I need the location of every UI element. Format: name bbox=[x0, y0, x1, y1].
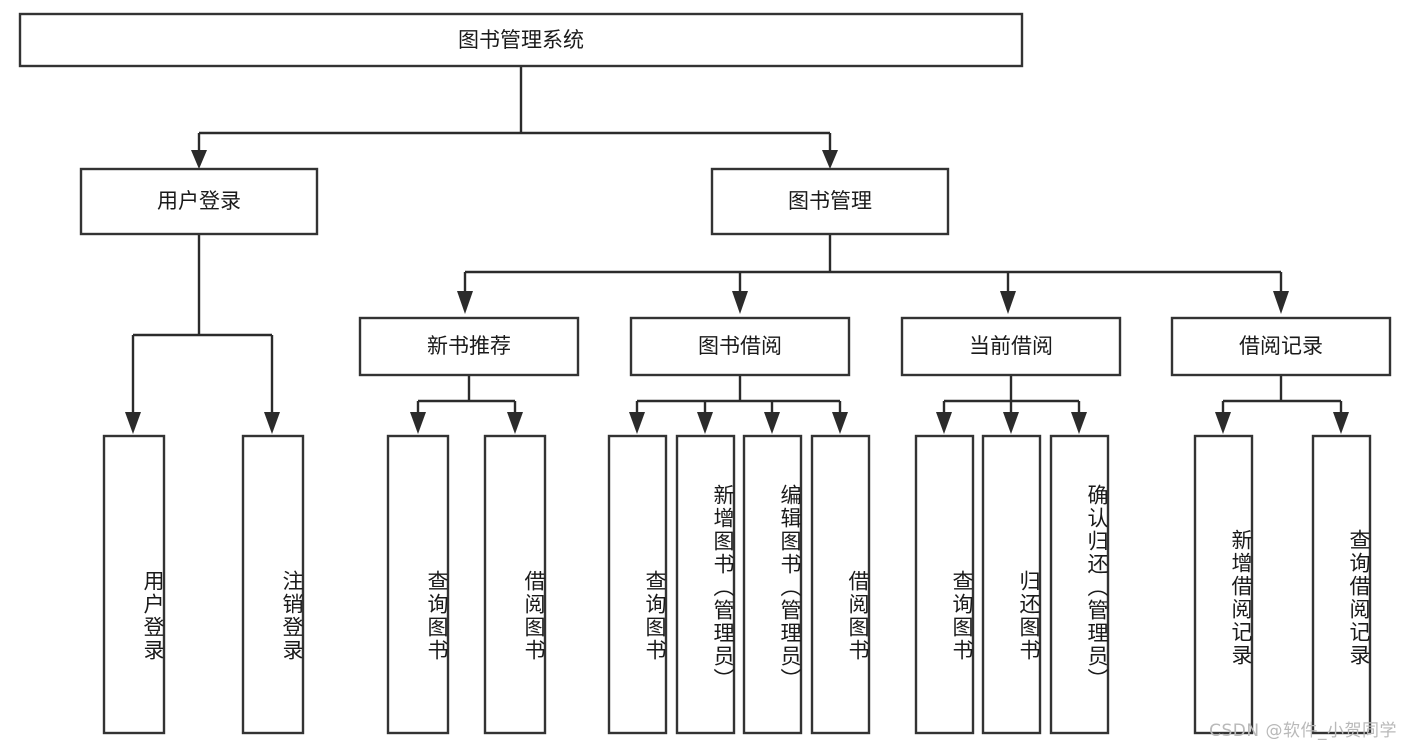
node-borrow-record-rect bbox=[1170, 316, 1392, 377]
node-book-management-rect bbox=[710, 167, 950, 236]
arrow-root-to-book-mgmt bbox=[822, 150, 838, 169]
arrow-borrowrecord-leaf-1 bbox=[1215, 412, 1231, 434]
leaf-rect-group bbox=[102, 434, 1372, 735]
leaf-rect-user-login-2[interactable] bbox=[241, 434, 305, 735]
node-current-borrow-label: 当前借阅 bbox=[969, 334, 1053, 358]
leaf-rect-borrow-record-1[interactable] bbox=[1193, 434, 1254, 735]
node-book-borrow[interactable]: 图书借阅 bbox=[629, 316, 851, 377]
node-book-management[interactable]: 图书管理 bbox=[710, 167, 950, 236]
node-book-borrow-rect bbox=[629, 316, 851, 377]
node-current-borrow[interactable]: 当前借阅 bbox=[900, 316, 1122, 377]
node-new-book-recommend-rect bbox=[358, 316, 580, 377]
arrow-borrowrecord-leaf-2 bbox=[1333, 412, 1349, 434]
arrow-bookborrow-leaf-2 bbox=[697, 412, 713, 434]
arrow-root-to-user-login bbox=[191, 150, 207, 169]
node-book-management-label: 图书管理 bbox=[788, 189, 872, 213]
node-root-label: 图书管理系统 bbox=[458, 28, 584, 52]
arrow-bookmgmt-to-borrow-record bbox=[1273, 291, 1289, 314]
leaf-rect-new-book-2[interactable] bbox=[483, 434, 547, 735]
node-new-book-recommend[interactable]: 新书推荐 bbox=[358, 316, 580, 377]
arrow-userlogin-leaf-1 bbox=[125, 412, 141, 434]
node-borrow-record[interactable]: 借阅记录 bbox=[1170, 316, 1392, 377]
node-user-login-rect bbox=[79, 167, 319, 236]
node-root-rect bbox=[18, 12, 1024, 68]
arrow-bookborrow-leaf-4 bbox=[832, 412, 848, 434]
arrow-bookborrow-leaf-1 bbox=[629, 412, 645, 434]
leaf-rect-new-book-1[interactable] bbox=[386, 434, 450, 735]
leaf-rect-book-borrow-3[interactable] bbox=[742, 434, 803, 735]
node-new-book-recommend-label: 新书推荐 bbox=[427, 334, 511, 358]
node-current-borrow-rect bbox=[900, 316, 1122, 377]
arrow-currentborrow-leaf-2 bbox=[1003, 412, 1019, 434]
csdn-watermark: CSDN @软件_小贺同学 bbox=[1209, 721, 1397, 741]
connector-group bbox=[125, 66, 1349, 434]
arrow-currentborrow-leaf-3 bbox=[1071, 412, 1087, 434]
arrow-bookmgmt-to-current-borrow bbox=[1000, 291, 1016, 314]
leaf-rect-current-borrow-3[interactable] bbox=[1049, 434, 1110, 735]
arrow-newbook-leaf-1 bbox=[410, 412, 426, 434]
arrow-currentborrow-leaf-1 bbox=[936, 412, 952, 434]
arrow-userlogin-leaf-2 bbox=[264, 412, 280, 434]
leaf-rect-user-login-1[interactable] bbox=[102, 434, 166, 735]
arrow-bookmgmt-to-book-borrow bbox=[732, 291, 748, 314]
arrow-newbook-leaf-2 bbox=[507, 412, 523, 434]
node-book-borrow-label: 图书借阅 bbox=[698, 334, 782, 358]
node-user-login[interactable]: 用户登录 bbox=[79, 167, 319, 236]
arrow-bookborrow-leaf-3 bbox=[764, 412, 780, 434]
leaf-rect-current-borrow-1[interactable] bbox=[914, 434, 975, 735]
node-borrow-record-label: 借阅记录 bbox=[1239, 334, 1323, 358]
leaf-rect-current-borrow-2[interactable] bbox=[981, 434, 1042, 735]
node-user-login-label: 用户登录 bbox=[157, 189, 241, 213]
arrow-bookmgmt-to-new-book bbox=[457, 291, 473, 314]
leaf-rect-book-borrow-1[interactable] bbox=[607, 434, 668, 735]
leaf-rect-book-borrow-4[interactable] bbox=[810, 434, 871, 735]
leaf-rect-book-borrow-2[interactable] bbox=[675, 434, 736, 735]
leaf-rect-borrow-record-2[interactable] bbox=[1311, 434, 1372, 735]
node-root-book-management-system[interactable]: 图书管理系统 bbox=[18, 12, 1024, 68]
